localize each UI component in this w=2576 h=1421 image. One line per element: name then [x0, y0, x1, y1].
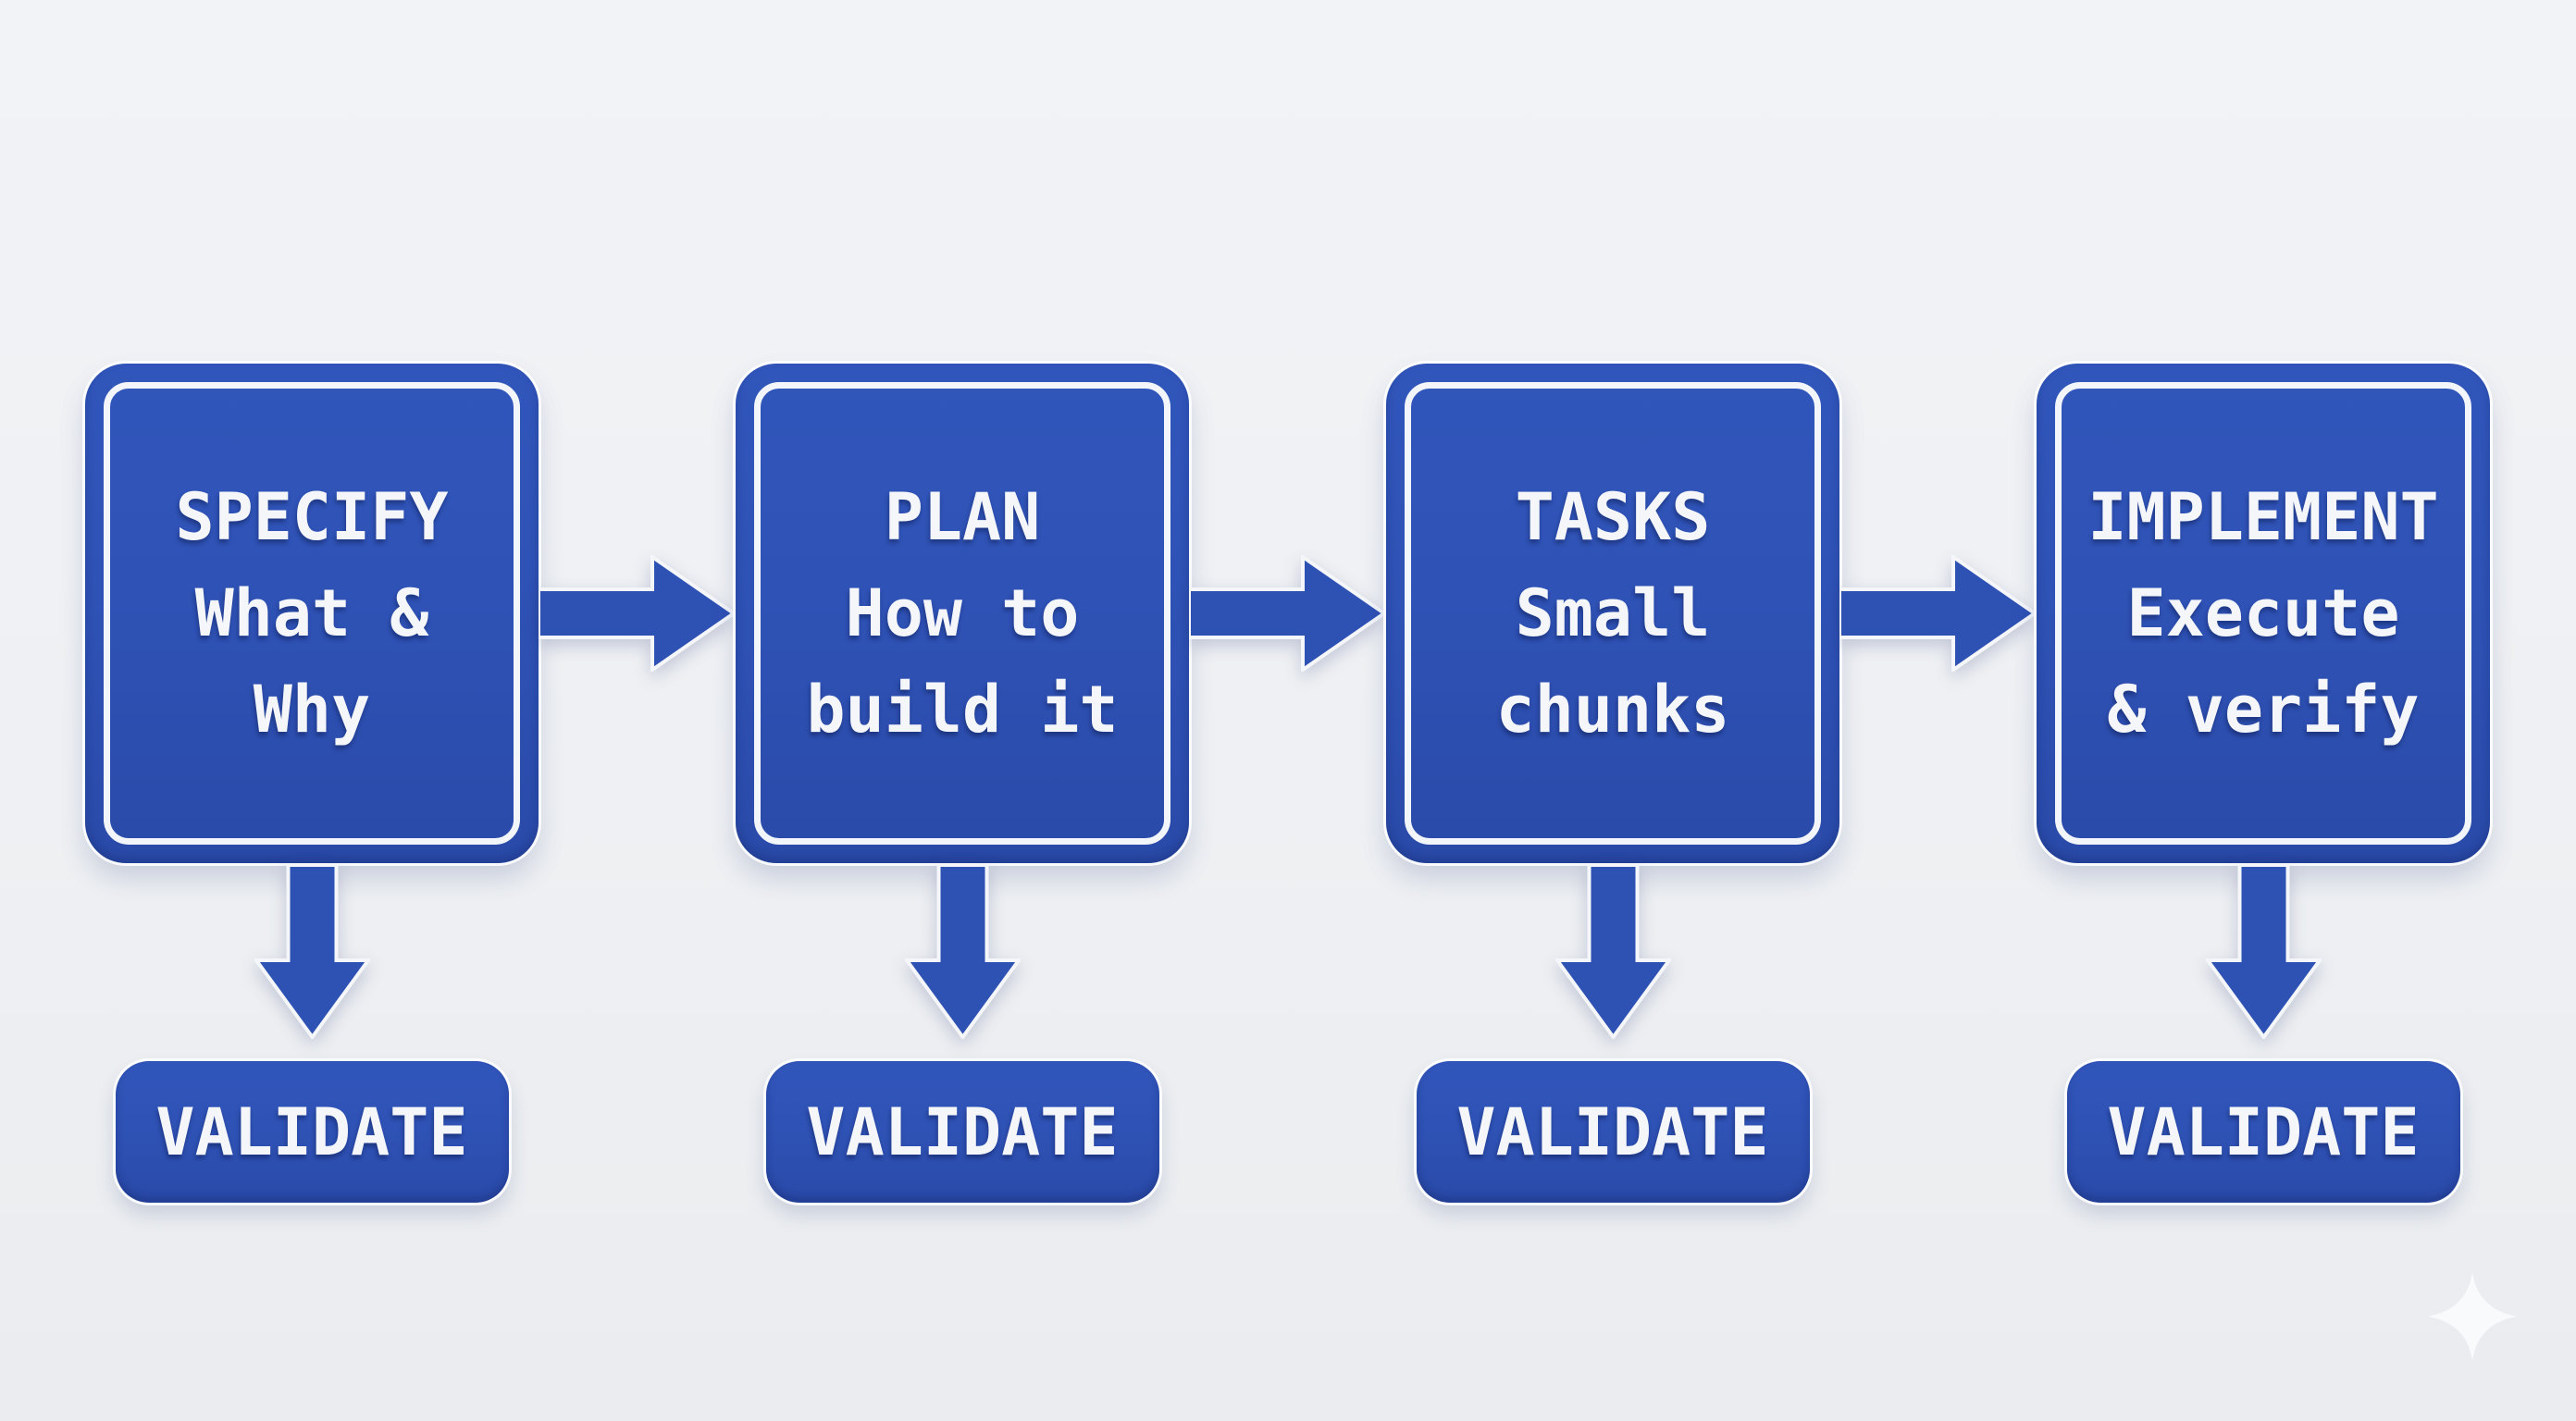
stage-title: PLAN [884, 479, 1041, 555]
flow-row: SPECIFY What & Why VALIDATE PLAN How to … [85, 364, 2490, 1203]
stage-subtitle-line: What & [194, 575, 429, 651]
stage-subtitle-line: & verify [2107, 672, 2420, 748]
stage-subtitle-line: build it [806, 672, 1119, 748]
stage-box-specify: SPECIFY What & Why [85, 364, 539, 863]
stage-box-plan: PLAN How to build it [736, 364, 1189, 863]
right-arrow-icon [539, 364, 736, 672]
right-arrow-icon [1839, 364, 2037, 672]
sparkle-icon [2428, 1270, 2517, 1363]
stage-subtitle-line: How to [845, 575, 1080, 651]
validate-pill-implement: VALIDATE [2066, 1061, 2460, 1203]
stage-box-tasks: TASKS Small chunks [1386, 364, 1839, 863]
stage-title: IMPLEMENT [2087, 479, 2439, 555]
stage-subtitle-line: Small [1515, 575, 1711, 651]
stage-column-specify: SPECIFY What & Why VALIDATE [85, 364, 539, 1203]
down-arrow-icon [904, 863, 1021, 1039]
validate-pill-tasks: VALIDATE [1416, 1061, 1810, 1203]
validate-pill-specify: VALIDATE [115, 1061, 509, 1203]
stage-subtitle-line: Execute [2126, 575, 2400, 651]
stage-title: TASKS [1515, 479, 1711, 555]
down-arrow-icon [2205, 863, 2322, 1039]
stage-column-implement: IMPLEMENT Execute & verify VALIDATE [2037, 364, 2490, 1203]
down-arrow-icon [1554, 863, 1671, 1039]
stage-subtitle-line: chunks [1495, 672, 1730, 748]
stage-column-plan: PLAN How to build it VALIDATE [736, 364, 1189, 1203]
stage-column-tasks: TASKS Small chunks VALIDATE [1386, 364, 1839, 1203]
stage-subtitle-line: Why [253, 672, 371, 748]
right-arrow-icon [1189, 364, 1386, 672]
down-arrow-icon [254, 863, 370, 1039]
stage-title: SPECIFY [175, 479, 449, 555]
validate-pill-plan: VALIDATE [765, 1061, 1159, 1203]
stage-box-implement: IMPLEMENT Execute & verify [2037, 364, 2490, 863]
